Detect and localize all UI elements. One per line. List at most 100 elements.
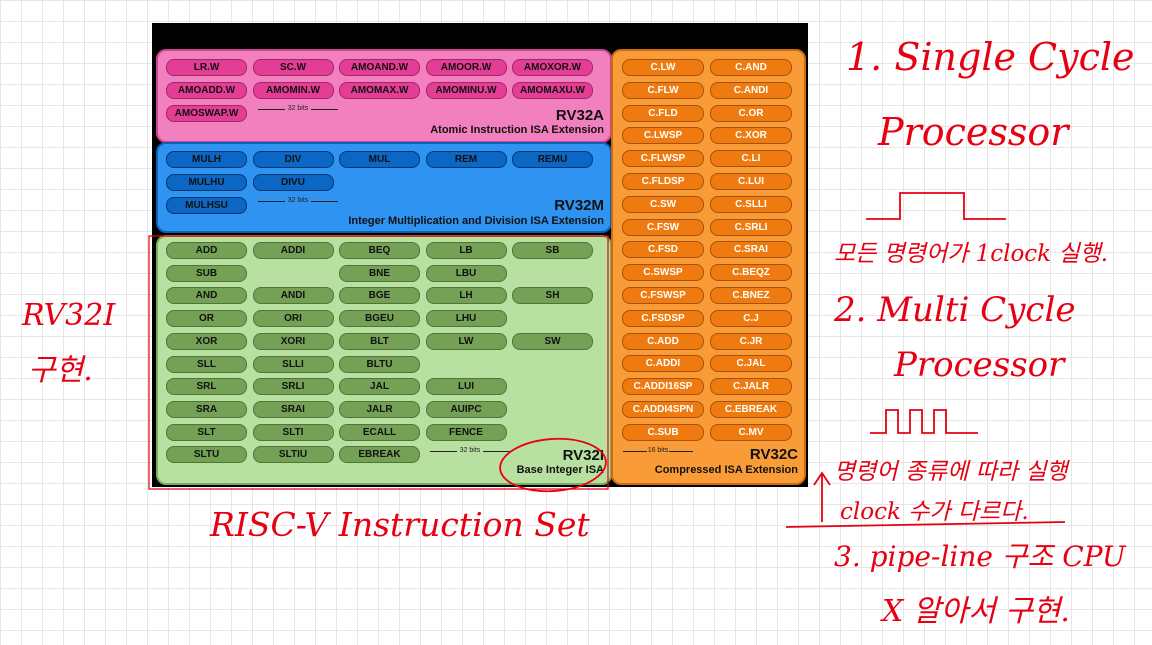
rv32m-instruction: REM <box>425 151 507 168</box>
multi-cycle-arrow <box>785 471 1066 528</box>
rv32c-instruction: C.FSW <box>622 218 704 236</box>
rv32i-instruction: LUI <box>425 378 507 396</box>
rv32c-instruction: C.JALR <box>710 378 792 396</box>
note-2-desc2: clock 수가 다르다. <box>840 499 1029 525</box>
rv32i-name: RV32I <box>562 447 604 464</box>
rv32a-instruction: AMOMINU.W <box>425 82 507 99</box>
rv32i-instruction: ADD <box>166 242 247 259</box>
rv32i-instruction: SRLI <box>252 378 334 396</box>
rv32m-instruction: MUL <box>339 151 420 168</box>
note-1-title: 1. Single Cycle <box>846 35 1135 79</box>
note-3-title: 3. pipe-line 구조 CPU <box>834 540 1126 573</box>
rv32i-instruction: BNE <box>339 264 420 282</box>
rv32c-instruction: C.LW <box>622 59 704 76</box>
isa-diagram: RV32A Atomic Instruction ISA Extension 3… <box>152 23 808 487</box>
rv32c-instruction: C.ANDI <box>710 81 792 99</box>
rv32i-instruction: ANDI <box>252 287 334 305</box>
note-1-processor: Processor <box>878 110 1069 154</box>
rv32m-title: Integer Multiplication and Division ISA … <box>348 215 604 227</box>
rv32i-instruction: FENCE <box>425 423 507 441</box>
rv32i-instruction: EBREAK <box>339 446 420 464</box>
rv32c-instruction: C.JR <box>710 332 792 350</box>
rv32i-instruction: OR <box>166 310 247 328</box>
rv32i-instruction: SRL <box>166 378 247 396</box>
rv32a-instruction: AMOMAXU.W <box>512 82 593 99</box>
rv32i-instruction: SB <box>512 242 593 259</box>
rv32m-instruction: MULHU <box>166 174 247 191</box>
rv32m-name: RV32M <box>554 197 604 214</box>
rv32a-panel: RV32A Atomic Instruction ISA Extension 3… <box>156 49 612 143</box>
rv32c-instruction: C.OR <box>710 104 792 122</box>
rv32i-instruction: LHU <box>425 310 507 328</box>
rv32i-instruction: SLTIU <box>252 446 334 464</box>
rv32c-instruction: C.FLDSP <box>622 173 704 190</box>
rv32m-instruction: REMU <box>512 151 593 168</box>
rv32i-instruction: BGE <box>339 287 420 305</box>
rv32c-instruction: C.LI <box>710 150 792 168</box>
rv32c-instruction: C.SLLI <box>710 195 792 213</box>
rv32a-instruction: AMOAND.W <box>339 59 420 76</box>
rv32m-bits: 32 bits <box>258 196 338 206</box>
rv32a-name: RV32A <box>555 107 604 124</box>
rv32m-instruction: DIVU <box>252 174 334 191</box>
rv32a-instruction: AMOXOR.W <box>512 59 593 76</box>
rv32c-title: Compressed ISA Extension <box>654 464 798 476</box>
note-rv32i: RV32I <box>22 298 116 333</box>
rv32m-instruction: MULHSU <box>166 197 247 214</box>
rv32i-instruction: ADDI <box>252 242 334 259</box>
rv32i-instruction: LB <box>425 242 507 259</box>
rv32i-instruction: BEQ <box>339 242 420 259</box>
rv32i-instruction: SLTI <box>252 423 334 441</box>
rv32i-circle-mark <box>499 437 607 493</box>
note-2-processor: Processor <box>894 345 1065 385</box>
rv32i-bits: 32 bits <box>430 446 510 456</box>
rv32i-instruction: BLTU <box>339 355 420 373</box>
rv32c-instruction: C.SW <box>622 195 704 213</box>
rv32c-instruction: C.FSDSP <box>622 309 704 327</box>
rv32c-instruction: C.EBREAK <box>710 401 792 418</box>
rv32a-instruction: AMOSWAP.W <box>166 105 247 122</box>
rv32a-instruction: AMOOR.W <box>425 59 507 76</box>
multi-cycle-clock-wave <box>870 409 978 434</box>
note-1-desc: 모든 명령어가 1clock 실행. <box>834 241 1109 267</box>
rv32i-instruction: AND <box>166 287 247 305</box>
rv32c-instruction: C.JAL <box>710 355 792 373</box>
red-highlight-box <box>148 235 609 490</box>
rv32i-title: Base Integer ISA <box>516 464 604 476</box>
rv32c-instruction: C.FLD <box>622 104 704 122</box>
rv32i-instruction: SUB <box>166 264 247 282</box>
rv32c-instruction: C.SRLI <box>710 218 792 236</box>
rv32c-instruction: C.ADDI16SP <box>622 378 704 396</box>
rv32a-instruction: AMOMIN.W <box>252 82 334 99</box>
rv32m-panel: RV32M Integer Multiplication and Divisio… <box>156 142 612 233</box>
rv32a-bits: 32 bits <box>258 104 338 114</box>
rv32c-instruction: C.LUI <box>710 173 792 190</box>
rv32m-instruction: MULH <box>166 151 247 168</box>
rv32i-panel: RV32I Base Integer ISA 32 bits ADD ADDI BE… <box>156 235 612 485</box>
rv32a-instruction: AMOADD.W <box>166 82 247 99</box>
rv32c-instruction: C.AND <box>710 59 792 76</box>
rv32i-instruction: ORI <box>252 310 334 328</box>
rv32a-instruction: SC.W <box>252 59 334 76</box>
rv32c-instruction: C.SUB <box>622 423 704 441</box>
rv32c-instruction: C.ADDI <box>622 355 704 373</box>
rv32i-instruction: SLLI <box>252 355 334 373</box>
rv32i-instruction: SLT <box>166 423 247 441</box>
rv32c-instruction: C.ADDI4SPN <box>622 401 704 418</box>
note-2-title: 2. Multi Cycle <box>834 290 1076 330</box>
rv32c-panel: RV32C Compressed ISA Extension 16 bits C… <box>611 49 806 485</box>
rv32c-instruction: C.BNEZ <box>710 287 792 304</box>
single-cycle-clock-wave <box>866 192 1006 220</box>
note-2-desc1: 명령어 종류에 따라 실행 <box>834 459 1068 485</box>
rv32c-instruction: C.MV <box>710 423 792 441</box>
note-caption: RISC-V Instruction Set <box>210 505 590 544</box>
rv32c-instruction: C.FLWSP <box>622 150 704 168</box>
rv32i-instruction: XORI <box>252 332 334 350</box>
note-implement: 구현. <box>28 353 93 388</box>
rv32i-instruction: BLT <box>339 332 420 350</box>
rv32a-instruction: LR.W <box>166 59 247 76</box>
rv32i-instruction: JAL <box>339 378 420 396</box>
rv32c-instruction: C.ADD <box>622 332 704 350</box>
rv32a-instruction: AMOMAX.W <box>339 82 420 99</box>
